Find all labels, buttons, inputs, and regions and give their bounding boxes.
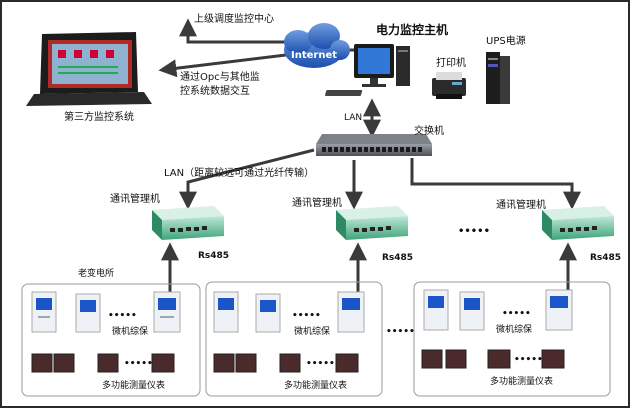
protection-relays [31, 291, 181, 333]
substation-group-1: ••••• 微机综保 ••••• 多功能测量仪表 [21, 283, 201, 397]
printer-label: 打印机 [436, 56, 466, 69]
meter-dots-3: ••••• [514, 355, 543, 365]
internet-label: Internet [291, 50, 337, 61]
relay-dots-1: ••••• [108, 311, 137, 321]
host-title: 电力监控主机 [376, 22, 448, 37]
opc-note-line2: 控系统数据交互 [180, 84, 250, 97]
substation-label: 老变电所 [78, 267, 114, 279]
comm-manager-middle-icon [336, 206, 408, 240]
comm-manager-middle-label: 通讯管理机 [292, 196, 342, 209]
meter-dots-1: ••••• [124, 359, 153, 369]
rs485-label-middle: Rs485 [382, 253, 413, 263]
managers-ellipsis: ••••• [458, 226, 490, 237]
rs485-label-right: Rs485 [590, 253, 621, 263]
comm-manager-right-icon [542, 206, 614, 240]
relay-dots-2: ••••• [292, 311, 321, 321]
protection-relays [213, 291, 365, 333]
lan-label: LAN [344, 113, 362, 123]
printer-icon [432, 72, 466, 99]
meters [421, 349, 565, 369]
host-computer-icon [325, 44, 410, 96]
lan-fiber-label: LAN（距离较远可通过光纤传输） [164, 166, 314, 179]
substation-group-3: ••••• 微机综保 ••••• 多功能测量仪表 [413, 281, 611, 397]
opc-note-line1: 通过Opc与其他监 [180, 70, 260, 83]
internet-cloud-icon: Internet [284, 23, 350, 68]
connection-lines [158, 18, 581, 292]
rs485-label-left: Rs485 [198, 251, 229, 261]
relay-dots-3: ••••• [502, 309, 531, 319]
protection-relays [423, 289, 573, 331]
ups-icon [486, 52, 510, 104]
meter-label-1: 多功能测量仪表 [102, 379, 165, 391]
meter-label-2: 多功能测量仪表 [284, 379, 347, 391]
protection-label-3: 微机综保 [496, 323, 532, 335]
substation-group-2: ••••• 微机综保 ••••• 多功能测量仪表 [205, 281, 383, 397]
groups-ellipsis: ••••• [386, 327, 415, 337]
meters [31, 353, 175, 373]
upper-center-label: 上级调度监控中心 [194, 12, 274, 25]
meter-label-3: 多功能测量仪表 [490, 375, 553, 387]
third-party-label: 第三方监控系统 [64, 110, 134, 123]
protection-label-1: 微机综保 [112, 325, 148, 337]
switch-label: 交换机 [414, 124, 444, 137]
switch-icon [316, 134, 432, 156]
comm-manager-left-label: 通讯管理机 [110, 192, 160, 205]
laptop-icon [26, 32, 152, 106]
comm-manager-left-icon [152, 206, 224, 240]
meters [213, 353, 359, 373]
meter-dots-2: ••••• [306, 359, 335, 369]
protection-label-2: 微机综保 [294, 325, 330, 337]
comm-manager-right-label: 通讯管理机 [496, 198, 546, 211]
ups-label: UPS电源 [486, 34, 526, 47]
